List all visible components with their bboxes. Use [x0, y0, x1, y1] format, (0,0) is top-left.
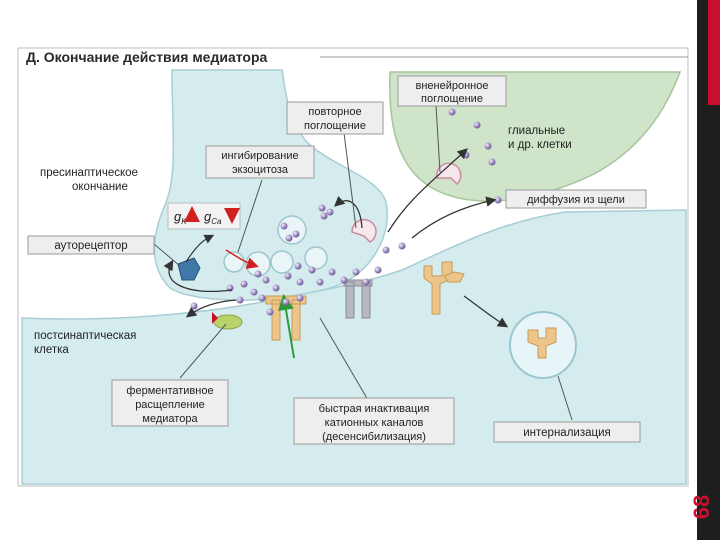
- svg-text:постсинаптическая: постсинаптическая: [34, 330, 136, 342]
- conductance-box: gK gCa: [167, 202, 241, 230]
- leader-autoreceptor: [153, 243, 181, 267]
- reuptake-arrow: [334, 195, 363, 229]
- label-postsynaptic-cell: постсинаптическая клетка: [34, 330, 136, 356]
- label-internalization: интернализация: [493, 421, 641, 443]
- leader-reuptake: [343, 132, 357, 229]
- internalized-receptor: [527, 327, 557, 359]
- autoreceptor-arrow: [163, 259, 233, 292]
- svg-text:быстрая инактивация: быстрая инактивация: [319, 403, 430, 415]
- svg-text:поглощение: поглощение: [421, 93, 483, 105]
- svg-text:(десенсибилизация): (десенсибилизация): [322, 431, 426, 443]
- label-autoreceptor: ауторецептор: [27, 235, 155, 255]
- svg-text:gCa: gCa: [204, 209, 222, 226]
- enzyme-cut: [212, 312, 218, 324]
- leader-internalization: [557, 375, 573, 421]
- svg-text:клетка: клетка: [34, 344, 69, 356]
- reuptake-transporter: [351, 218, 377, 243]
- exocytosis-inhibit-arrow: [225, 249, 259, 269]
- svg-text:глиальные: глиальные: [508, 125, 565, 137]
- label-enzymatic-cleavage: ферментативное расщепление медиатора: [111, 379, 229, 427]
- leader-enzyme: [179, 323, 227, 379]
- leader-inhibition: [237, 179, 263, 253]
- synaptic-vesicle: [270, 250, 294, 274]
- mediator-molecules: [190, 108, 502, 316]
- label-fast-inactivation: быстрая инактивация катионных каналов (д…: [293, 397, 455, 445]
- svg-text:экзоцитоза: экзоцитоза: [232, 164, 289, 176]
- svg-text:поглощение: поглощение: [304, 120, 366, 132]
- label-presynaptic-terminal: пресинаптическое окончание: [40, 167, 138, 193]
- diffusion-arrow: [411, 196, 497, 239]
- svg-text:окончание: окончание: [72, 181, 128, 193]
- page-number: 68: [689, 494, 714, 520]
- label-exocytosis-inhibition: ингибирование экзоцитоза: [205, 145, 315, 179]
- ion-flow-arrow: [278, 294, 295, 359]
- label-diffusion: диффузия из щели: [505, 189, 647, 209]
- synaptic-vesicle: [223, 251, 245, 273]
- svg-text:ингибирование: ингибирование: [221, 150, 298, 162]
- extraneuronal-arrow: [387, 148, 468, 233]
- leader-inactivation: [319, 317, 369, 401]
- svg-text:диффузия из щели: диффузия из щели: [527, 194, 625, 206]
- svg-text:и др. клетки: и др. клетки: [508, 139, 572, 151]
- leader-extraneuronal: [435, 104, 441, 173]
- feedback-arrow: [185, 234, 215, 263]
- slide-sidebar: [697, 0, 720, 540]
- svg-text:ферментативное: ферментативное: [126, 385, 213, 397]
- svg-text:катионных каналов: катионных каналов: [325, 417, 424, 429]
- svg-text:интернализация: интернализация: [523, 427, 611, 439]
- enzyme-shape: [213, 314, 243, 330]
- slide-sidebar-accent: [708, 0, 720, 105]
- svg-text:пресинаптическое: пресинаптическое: [40, 167, 138, 179]
- label-extraneuronal-uptake: вненейронное поглощение: [397, 75, 507, 107]
- svg-text:повторное: повторное: [308, 106, 361, 118]
- enzyme-arrow: [185, 299, 237, 318]
- extraneuronal-transporter: [435, 162, 462, 186]
- cation-channel-orange: [265, 295, 307, 341]
- svg-text:медиатора: медиатора: [142, 413, 198, 425]
- internalization-arrow: [463, 295, 509, 328]
- label-reuptake: повторное поглощение: [286, 101, 384, 135]
- svg-text:вненейронное: вненейронное: [416, 80, 489, 92]
- autoreceptor-shape: [177, 257, 201, 281]
- svg-text:ауторецептор: ауторецептор: [54, 240, 127, 252]
- receptor-orange-right-2: [443, 271, 465, 283]
- svg-text:расщепление: расщепление: [135, 399, 205, 411]
- label-glial-cells: глиальные и др. клетки: [508, 125, 572, 151]
- diagram-title: Д. Окончание действия медиатора: [26, 49, 268, 65]
- synaptic-vesicle: [304, 246, 328, 270]
